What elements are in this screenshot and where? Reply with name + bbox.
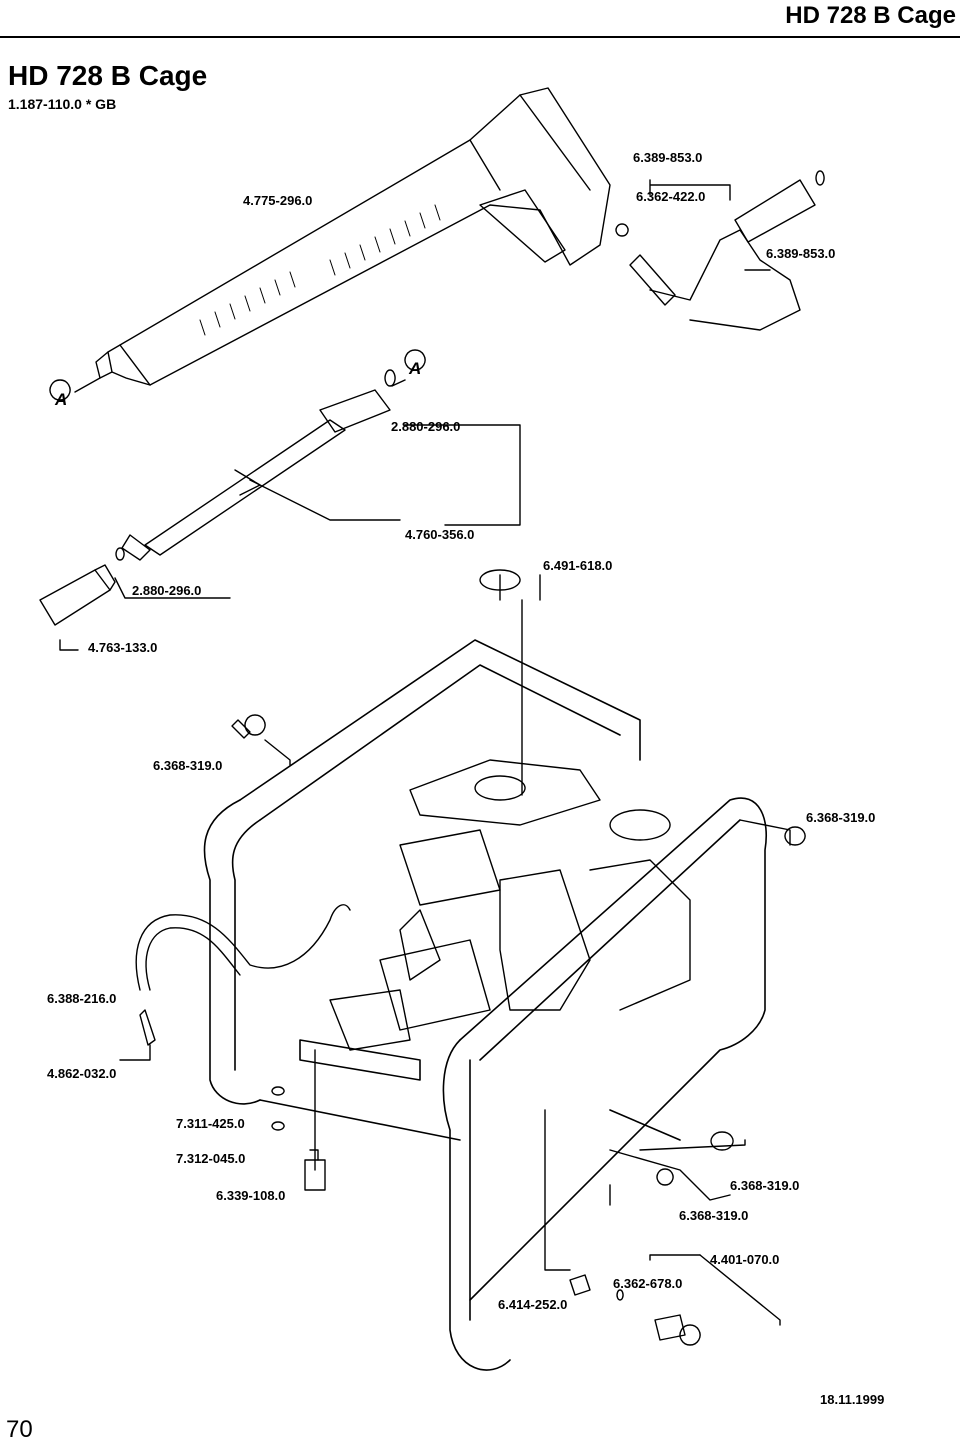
fuel-cap-drawing: [480, 570, 540, 795]
fitting-6-368-319-top-drawing: [232, 715, 290, 765]
header-rule: [0, 36, 960, 38]
part-number-label: 2.880-296.0: [391, 419, 461, 434]
callout-letter-a-left: A: [55, 390, 68, 409]
callout-letter-a-right: A: [409, 359, 422, 378]
part-number-label: 6.414-252.0: [498, 1297, 568, 1312]
spray-gun-drawing: [96, 88, 610, 385]
part-number-label: 6.389-853.0: [766, 246, 836, 261]
part-number-label: 6.362-422.0: [636, 189, 706, 204]
part-number-label: 6.388-216.0: [47, 991, 117, 1006]
part-number-label: 6.491-618.0: [543, 558, 613, 573]
part-number-label: 6.368-319.0: [806, 810, 876, 825]
part-number-label: 6.368-319.0: [679, 1208, 749, 1223]
header-title: HD 728 B Cage: [785, 2, 956, 29]
part-number-label: 4.401-070.0: [710, 1252, 780, 1267]
part-number-label: 6.389-853.0: [633, 150, 703, 165]
frame-drawing: [204, 640, 766, 1370]
part-number-label: 2.880-296.0: [132, 583, 202, 598]
fittings-bottom-drawing: [545, 1110, 780, 1345]
page-title: HD 728 B Cage: [8, 60, 208, 91]
part-number-label: 6.339-108.0: [216, 1188, 286, 1203]
print-date: 18.11.1999: [820, 1392, 885, 1407]
part-number-label: 6.362-678.0: [613, 1276, 683, 1291]
page-number: 70: [6, 1416, 33, 1443]
engine-drawing: [330, 760, 690, 1050]
callout-a-right: [392, 350, 425, 386]
plugs-bottom-right-drawing: [610, 1132, 745, 1205]
upper-lance-drawing: [616, 171, 824, 330]
callout-a-left: [50, 378, 100, 400]
part-number-label: 4.862-032.0: [47, 1066, 117, 1081]
lance-drawing: [122, 370, 520, 560]
part-number-label: 4.760-356.0: [405, 527, 475, 542]
page-subtitle: 1.187-110.0 * GB: [8, 96, 117, 112]
nozzle-drawing: [40, 548, 230, 650]
part-number-label: 7.311-425.0: [176, 1116, 245, 1131]
hose-drawing: [120, 905, 350, 1060]
part-number-label: 4.775-296.0: [243, 193, 313, 208]
part-number-label: 7.312-045.0: [176, 1151, 246, 1166]
part-number-label: 6.368-319.0: [730, 1178, 800, 1193]
part-number-label: 4.763-133.0: [88, 640, 158, 655]
plug-6-368-319-right-drawing: [740, 820, 805, 845]
part-number-label: 6.368-319.0: [153, 758, 223, 773]
washer-parts-drawing: [272, 1050, 325, 1190]
